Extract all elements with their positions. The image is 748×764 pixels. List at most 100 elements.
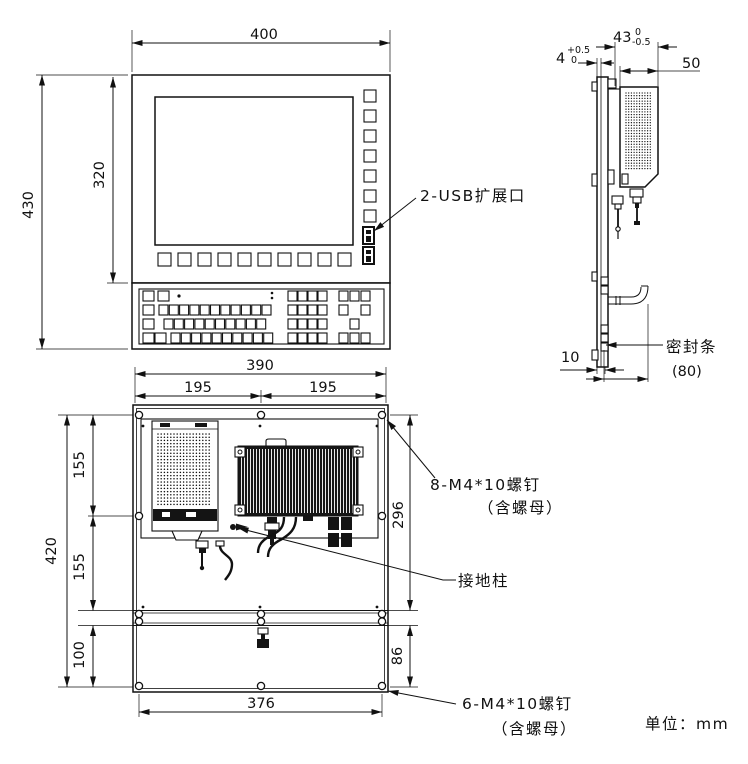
- vent-dot: [176, 433, 178, 435]
- key: [297, 318, 308, 330]
- softkey: [217, 252, 232, 267]
- front-dimensions: 400 430 320 2-USB扩展口: [21, 27, 524, 350]
- vent-dot: [641, 105, 643, 108]
- softkey: [363, 189, 377, 203]
- vent-dot: [160, 490, 162, 493]
- vent-dot: [636, 138, 638, 140]
- vent-dot: [641, 124, 643, 127]
- key: [240, 304, 251, 316]
- vent-dot: [628, 162, 630, 164]
- vent-dot: [186, 436, 188, 438]
- vent-dot: [630, 103, 633, 105]
- key: [317, 332, 328, 344]
- vent-dot: [157, 462, 159, 464]
- vent-dot: [182, 462, 185, 464]
- vent-dot: [163, 503, 166, 506]
- vent-dot: [189, 452, 191, 454]
- usb-pin: [366, 256, 371, 262]
- vent-dot: [202, 468, 204, 470]
- vent-dot: [636, 149, 638, 151]
- vent-dot: [638, 122, 641, 124]
- vent-dot: [182, 439, 185, 442]
- vent-dot: [195, 455, 198, 458]
- vent-dot: [170, 465, 172, 467]
- vent-dot: [179, 446, 182, 448]
- vent-dot: [638, 119, 641, 121]
- vent-dot: [170, 442, 172, 445]
- vent-dot: [198, 478, 201, 480]
- usb-pin: [366, 230, 371, 234]
- vent-dot: [646, 165, 649, 167]
- vent-dot: [638, 127, 641, 129]
- vent-dot: [170, 500, 172, 502]
- vent-dot: [638, 146, 641, 148]
- key: [297, 332, 308, 344]
- vent-dot: [195, 481, 198, 483]
- vent-dot: [176, 439, 178, 442]
- vent-dot: [198, 503, 201, 506]
- vent-dot: [202, 462, 204, 464]
- ps-connectors: [195, 540, 234, 581]
- vent-dot: [170, 446, 172, 448]
- vent-dot: [170, 455, 172, 458]
- vent-dot: [646, 124, 649, 127]
- vent-dot: [628, 92, 630, 94]
- side-view: [591, 76, 659, 382]
- vent-dot: [649, 130, 651, 132]
- vent-dot: [198, 490, 201, 493]
- vent-dot: [202, 484, 204, 486]
- vent-dot: [208, 455, 210, 458]
- vent-dot: [638, 159, 641, 162]
- vent-dot: [166, 503, 169, 506]
- vent-dot: [166, 494, 169, 496]
- key: [170, 332, 181, 344]
- vent-dot: [176, 452, 178, 454]
- key: [338, 332, 349, 344]
- vent-dot: [649, 149, 651, 151]
- vent-dot: [208, 449, 210, 451]
- vent-dot: [160, 481, 162, 483]
- screw-icon: [377, 410, 387, 420]
- vent-dot: [630, 95, 633, 97]
- vent-dot: [641, 103, 643, 105]
- vent-dot: [166, 433, 169, 435]
- vent-dot: [195, 468, 198, 470]
- vent-dot: [157, 468, 159, 470]
- vent-dot: [644, 116, 646, 118]
- vent-dot: [644, 162, 646, 164]
- vent-dot: [633, 167, 635, 170]
- vent-dot: [163, 462, 166, 464]
- vent-dot: [163, 452, 166, 454]
- vent-dot: [163, 500, 166, 502]
- vent-dot: [192, 487, 194, 490]
- vent-dot: [176, 497, 178, 499]
- dim-half-right: 195: [309, 380, 337, 396]
- vent-dot: [160, 494, 162, 496]
- vent-dot: [646, 167, 649, 170]
- vent-dot: [198, 484, 201, 486]
- vent-dot: [186, 468, 188, 470]
- vent-dot: [636, 92, 638, 94]
- vent-dot: [163, 494, 166, 496]
- vent-dot: [644, 92, 646, 94]
- vent-dot: [198, 449, 201, 451]
- vent-dot: [166, 439, 169, 442]
- vent-dot: [157, 497, 159, 499]
- vent-dot: [646, 97, 649, 100]
- vent-dot: [633, 97, 635, 100]
- dim-seg-mid: 155: [72, 553, 88, 581]
- key: [142, 332, 155, 344]
- vent-dot: [644, 127, 646, 129]
- vent-dot: [160, 465, 162, 467]
- vent-dot: [160, 458, 162, 461]
- vent-dot: [202, 497, 204, 499]
- vent-pattern: [625, 92, 651, 170]
- vent-dot: [182, 471, 185, 474]
- vent-dot: [170, 439, 172, 442]
- vent-dot: [160, 442, 162, 445]
- vent-dot: [189, 465, 191, 467]
- vent-dot: [202, 487, 204, 490]
- vent-dot: [202, 449, 204, 451]
- vent-dot: [625, 116, 627, 118]
- vent-dot: [628, 111, 630, 113]
